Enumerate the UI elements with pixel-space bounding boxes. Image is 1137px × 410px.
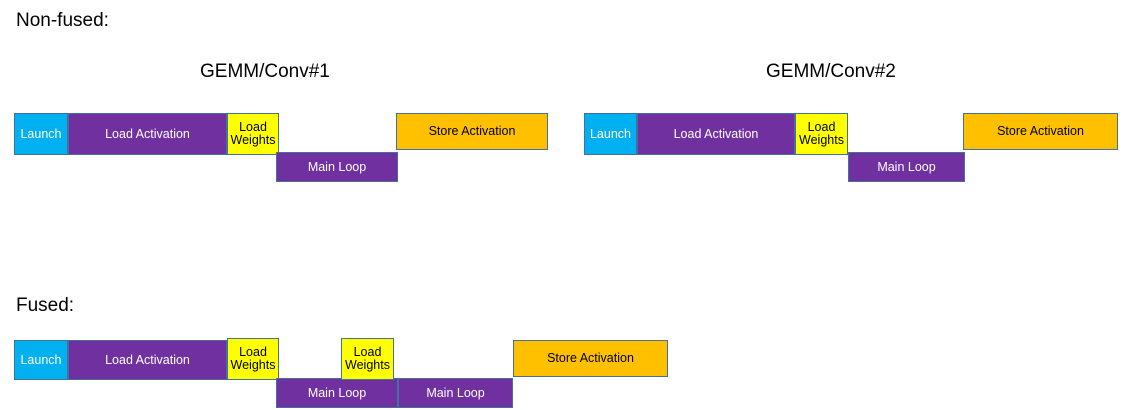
group-title-gemm-conv-1: GEMM/Conv#1	[200, 61, 330, 82]
bar-main-loop-nonfused-1: Main Loop	[276, 152, 398, 182]
section-label-nonfused: Non-fused:	[16, 10, 109, 31]
section-label-fused: Fused:	[16, 295, 75, 316]
bar-store-activation-nonfused-2: Store Activation	[963, 113, 1118, 150]
bar-load-weights-nonfused-2: Load Weights	[795, 113, 848, 155]
bar-store-activation-fused: Store Activation	[513, 340, 668, 377]
bar-load-weights-fused-2: Load Weights	[341, 338, 394, 380]
bar-load-activation-fused: Load Activation	[68, 340, 227, 380]
bar-main-loop-fused-2: Main Loop	[398, 378, 513, 408]
bar-launch-nonfused-2: Launch	[584, 113, 637, 155]
bar-load-activation-nonfused-2: Load Activation	[637, 113, 795, 155]
bar-load-weights-fused-1: Load Weights	[227, 338, 279, 380]
bar-main-loop-nonfused-2: Main Loop	[848, 152, 965, 182]
bar-main-loop-fused-1: Main Loop	[276, 378, 398, 408]
bar-store-activation-nonfused-1: Store Activation	[396, 113, 548, 150]
bar-launch-fused: Launch	[14, 340, 68, 380]
bar-load-weights-nonfused-1: Load Weights	[227, 113, 279, 155]
bar-launch-nonfused-1: Launch	[14, 113, 68, 155]
group-title-gemm-conv-2: GEMM/Conv#2	[766, 61, 896, 82]
bar-load-activation-nonfused-1: Load Activation	[68, 113, 227, 155]
